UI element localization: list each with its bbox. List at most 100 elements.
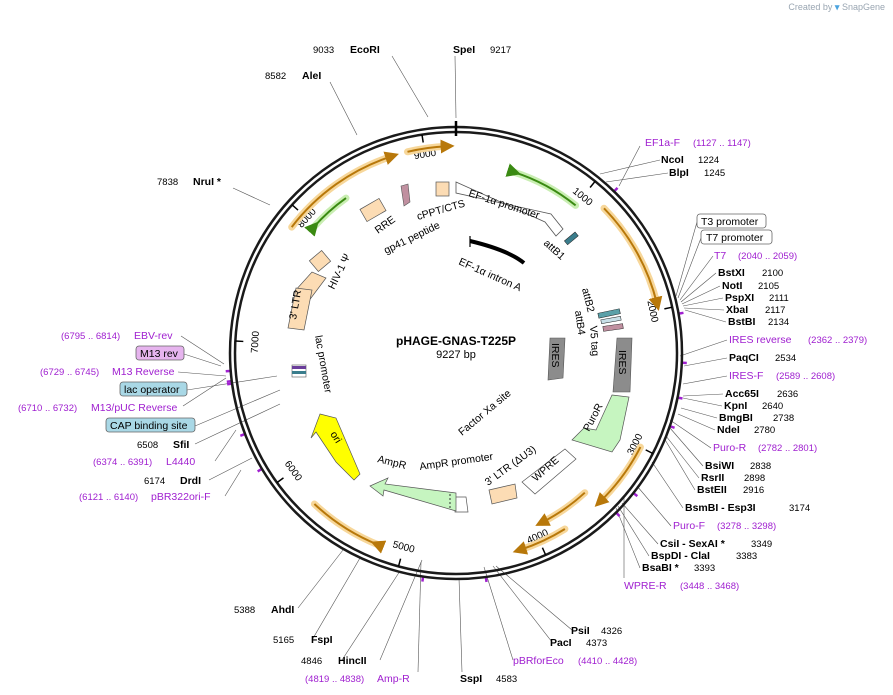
leader-line (680, 407, 718, 419)
site-name: AhdI (271, 604, 294, 616)
leader-line (679, 339, 728, 357)
enzyme-site[interactable]: 6174 DrdI (144, 475, 201, 487)
primer-name: IRES reverse (729, 334, 792, 346)
enzyme-site[interactable]: NcoI 1224 (661, 154, 719, 166)
enzyme-site[interactable]: CsiI - SexAI * 3349 (660, 538, 772, 550)
t7-promoter-tag[interactable]: T7 promoter (700, 229, 773, 245)
leader-line (232, 187, 271, 206)
enzyme-site[interactable]: 5388 AhdI (234, 604, 294, 616)
leader-line (636, 485, 672, 527)
enzyme-site[interactable]: KpnI 2640 (724, 400, 783, 412)
primer-binding-mark (670, 425, 675, 429)
primer-site[interactable]: (6795 .. 6814) EBV-rev (61, 330, 173, 342)
ampr-label: AmpR (376, 453, 408, 472)
site-name: SpeI (453, 44, 475, 56)
enzyme-site[interactable]: PaqCI 2534 (729, 352, 796, 364)
primer-site[interactable]: (6121 .. 6140) pBR322ori-F (79, 491, 211, 503)
tick-mark (397, 558, 402, 567)
enzyme-site[interactable]: NotI 2105 (722, 280, 779, 292)
primer-site[interactable]: (6710 .. 6732) M13/pUC Reverse (18, 402, 178, 414)
enzyme-site[interactable]: BsmBI - Esp3I 3174 (685, 502, 810, 514)
primer-binding-mark (613, 186, 619, 192)
m13-rev-tag[interactable]: M13 rev (135, 345, 185, 361)
enzyme-site[interactable]: 9033 EcoRI (313, 44, 380, 56)
enzyme-site[interactable]: SspI 4583 (460, 673, 517, 685)
cap-binding-site-tag[interactable]: CAP binding site (105, 417, 196, 433)
lac-operator-tag[interactable]: lac operator (119, 381, 188, 397)
primer-site[interactable]: (4819 .. 4838) Amp-R (305, 673, 410, 685)
enzyme-site[interactable]: Acc65I 2636 (725, 388, 798, 400)
leader-line (458, 577, 463, 673)
leader-line (684, 309, 727, 323)
enzyme-site[interactable]: 5165 FspI (273, 634, 333, 646)
primer-range: (6710 .. 6732) (18, 403, 77, 414)
site-name: SspI (460, 673, 482, 685)
primer-site[interactable]: (6374 .. 6391) L4440 (93, 456, 195, 468)
leader-line (208, 457, 253, 481)
leader-line (180, 335, 225, 365)
primer-site[interactable]: IRES reverse (2362 .. 2379) (729, 334, 867, 346)
site-name: BmgBI (719, 412, 753, 424)
enzyme-site[interactable]: BstEII 2916 (697, 484, 764, 496)
primer-site[interactable]: WPRE-R (3448 .. 3468) (624, 580, 739, 592)
arc-wpre (535, 491, 586, 526)
enzyme-site[interactable]: BsaBI * 3393 (642, 562, 715, 574)
enzyme-site[interactable]: NdeI 2780 (717, 424, 775, 436)
tick-label: 7000 (250, 330, 262, 353)
t3-promoter-tag[interactable]: T3 promoter (696, 213, 767, 229)
primer-site[interactable]: EF1a-F (1127 .. 1147) (645, 137, 751, 149)
tick-mark (421, 134, 424, 143)
site-name: PacI (550, 637, 572, 649)
enzyme-site[interactable]: 6508 SfiI (137, 439, 189, 451)
leader-line (677, 237, 702, 299)
primer-binding-mark (226, 382, 232, 386)
primer-site[interactable]: pBRforEco (4410 .. 4428) (513, 655, 637, 667)
leader-line (599, 159, 661, 175)
primer-site[interactable]: Puro-R (2782 .. 2801) (713, 442, 817, 454)
enzyme-site[interactable]: PsiI 4326 (571, 625, 622, 637)
enzyme-site[interactable]: 8582 AleI (265, 70, 321, 82)
primer-name: EF1a-F (645, 137, 680, 149)
enzyme-site[interactable]: 7838 NruI * (157, 176, 222, 188)
leader-line (391, 55, 429, 118)
enzyme-site[interactable]: PacI 4373 (550, 637, 607, 649)
enzyme-site[interactable]: XbaI 2117 (726, 304, 785, 316)
leader-line (621, 502, 659, 545)
snapgene-logo-icon: ▾ (834, 2, 840, 12)
primer-binding-mark (679, 311, 684, 315)
site-name: PsiI (571, 625, 590, 637)
ltr-du3-feature (488, 483, 518, 505)
enzyme-site[interactable]: BspDI - ClaI 3383 (651, 550, 757, 562)
enzyme-site[interactable]: SpeI 9217 (453, 44, 511, 56)
enzyme-site[interactable]: PspXI 2111 (725, 292, 789, 304)
primer-site[interactable]: T7 (2040 .. 2059) (714, 250, 797, 262)
primer-name: Puro-F (673, 520, 705, 532)
enzyme-site[interactable]: BstXI 2100 (718, 267, 783, 279)
tick-mark (541, 547, 547, 556)
tag-text: lac operator (124, 384, 180, 396)
primer-site[interactable]: Puro-F (3278 .. 3298) (673, 520, 776, 532)
leader-line (615, 507, 641, 569)
enzyme-site[interactable]: BlpI 1245 (669, 167, 725, 179)
primer-name: EBV-rev (134, 330, 173, 342)
primer-range: (2782 .. 2801) (758, 443, 817, 454)
primer-site[interactable]: (6729 .. 6745) M13 Reverse (40, 366, 175, 378)
ltr3-body-feature (287, 287, 313, 331)
site-name: Acc65I (725, 388, 759, 400)
site-pos: 9033 (313, 45, 334, 56)
site-pos: 5388 (234, 605, 255, 616)
primer-site[interactable]: IRES-F (2589 .. 2608) (729, 370, 835, 382)
site-name: BlpI (669, 167, 689, 179)
primer-name: pBRforEco (513, 655, 564, 667)
enzyme-site[interactable]: BstBI 2134 (728, 316, 789, 328)
enzyme-site[interactable]: RsrII 2898 (701, 472, 765, 484)
site-name: PspXI (725, 292, 754, 304)
enzyme-site[interactable]: 4846 HincII (301, 655, 367, 667)
enzyme-site[interactable]: BmgBI 2738 (719, 412, 794, 424)
primer-binding-mark (678, 396, 683, 400)
enzyme-site[interactable]: BsiWI 2838 (705, 460, 771, 472)
primer-labels: EF1a-F (1127 .. 1147) T7 (2040 .. 2059) … (18, 137, 867, 685)
boxed-labels: T3 promoter T7 promoter M13 rev lac oper… (105, 213, 773, 433)
cppt-feature (435, 181, 450, 197)
site-pos: 2640 (762, 401, 783, 412)
